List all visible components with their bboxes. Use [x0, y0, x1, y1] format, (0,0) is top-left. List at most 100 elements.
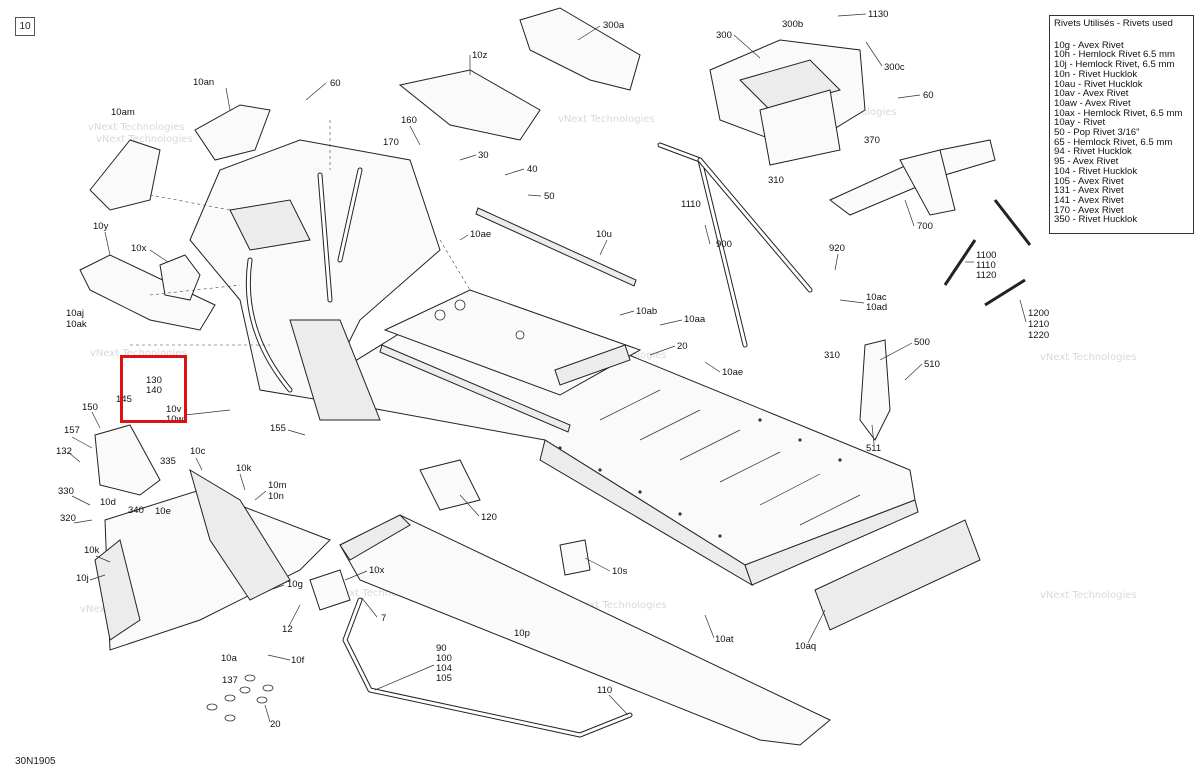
legend-item: 141 - Avex Rivet	[1054, 194, 1124, 206]
watermark: vNext Technologies	[1040, 590, 1137, 601]
callout: 10a	[221, 653, 238, 664]
callout: 10p	[514, 628, 530, 639]
callout-labels: 300a 1130 300b 300 300c 60 60 370 310 10…	[56, 9, 1049, 730]
callout: 10n	[268, 491, 284, 502]
callout: 335	[160, 456, 176, 467]
watermark: vNext Technologies	[1040, 352, 1137, 363]
callout: 90	[436, 643, 447, 654]
legend-item: 105 - Avex Rivet	[1054, 175, 1124, 187]
plate-150	[94, 424, 161, 496]
callout: 10f	[291, 655, 305, 666]
legend-item: 10g - Avex Rivet	[1054, 39, 1124, 51]
washers-20	[206, 674, 274, 722]
callout: 40	[527, 164, 538, 175]
link-rods	[943, 199, 1032, 307]
callout: 1110	[681, 199, 701, 210]
callout: 157	[64, 425, 80, 436]
bracket-500	[859, 339, 891, 441]
callout: 110	[597, 685, 612, 696]
callout: 10ac	[866, 292, 887, 303]
callout: 370	[864, 135, 880, 146]
legend-item: 104 - Rivet Hucklok	[1054, 165, 1138, 177]
rivet-legend: Rivets Utilisés - Rivets used 10g - Avex…	[1049, 15, 1194, 234]
callout: 1210	[1028, 319, 1049, 330]
callout: 1110	[976, 260, 996, 271]
arm-700	[829, 139, 996, 216]
callout: 300c	[884, 62, 905, 73]
callout: 155	[270, 423, 286, 434]
callout: 10ab	[636, 306, 657, 317]
callout: 130	[146, 375, 162, 386]
callout: 10x	[131, 243, 147, 254]
legend-item: 10au - Rivet Hucklok	[1054, 78, 1143, 90]
callout: 100	[436, 653, 452, 664]
callout: 310	[768, 175, 784, 186]
callout: 10v	[166, 404, 182, 415]
watermark: vNext Technologies	[90, 348, 187, 359]
front-frame	[189, 139, 441, 421]
callout: 1200	[1028, 308, 1049, 319]
callout: 137	[222, 675, 238, 686]
front-floor	[94, 468, 331, 651]
callout: 500	[914, 337, 930, 348]
rear-bracket-300	[709, 39, 866, 166]
legend-item: 10av - Avex Rivet	[1054, 88, 1129, 100]
bumper-tube	[342, 597, 633, 738]
legend-item: 170 - Avex Rivet	[1054, 204, 1124, 216]
callout: 300b	[782, 19, 803, 30]
callout: 330	[58, 486, 74, 497]
legend-item: 350 - Rivet Hucklok	[1054, 214, 1138, 226]
rear-rail-10aq	[814, 519, 981, 631]
watermark: vNext Technologies	[558, 114, 655, 125]
callout: 10ae	[722, 367, 743, 378]
highlight-box	[120, 355, 187, 423]
callout: 920	[829, 243, 845, 254]
callout: 10m	[268, 480, 287, 491]
callout: 1120	[976, 270, 996, 281]
callout: 50	[544, 191, 555, 202]
bracket-10s	[559, 539, 591, 576]
tunnel-cover-10p	[339, 514, 831, 746]
callout: 1220	[1028, 330, 1049, 341]
callout: 10c	[190, 446, 206, 457]
callout: 105	[436, 673, 452, 684]
callout: 10k	[84, 545, 100, 556]
callout: 170	[383, 137, 399, 148]
callout: 10d	[100, 497, 116, 508]
callout: 104	[436, 663, 452, 674]
callout: 320	[60, 513, 76, 524]
rail-10u	[475, 207, 637, 287]
callout: 10ad	[866, 302, 887, 313]
callout: 10an	[193, 77, 214, 88]
legend-item: 50 - Pop Rivet 3/16"	[1054, 127, 1140, 139]
callout: 145	[116, 394, 132, 405]
callout: 10g	[287, 579, 303, 590]
legend-item: 94 - Rivet Hucklok	[1054, 146, 1132, 158]
bracket-10am	[89, 139, 161, 211]
watermark: vNext Technologies	[330, 588, 427, 599]
bracket-10an	[194, 104, 271, 161]
callout: 700	[917, 221, 933, 232]
callout: 300a	[603, 20, 625, 31]
callout: 10k	[236, 463, 252, 474]
callout: 160	[401, 115, 417, 126]
legend-item: 65 - Hemlock Rivet, 6.5 mm	[1054, 136, 1173, 148]
legend-item: 10ax - Hemlock Rivet, 6.5 mm	[1054, 107, 1183, 119]
bracket-10y	[79, 254, 216, 331]
panel-10z	[398, 69, 541, 141]
callout: 60	[923, 90, 934, 101]
callout: 10j	[76, 573, 89, 584]
assembly-lines	[130, 120, 471, 346]
legend-item: 10h - Hemlock Rivet 6.5 mm	[1054, 49, 1176, 61]
legend-item: 10j - Hemlock Rivet, 6.5 mm	[1054, 59, 1175, 71]
legend-item: 10n - Rivet Hucklok	[1054, 68, 1138, 80]
callout: 120	[481, 512, 497, 523]
callout: 10w	[166, 414, 184, 425]
callout: 340	[128, 505, 144, 516]
callout: 10aj	[66, 308, 84, 319]
watermark: vNext Technologies	[570, 600, 667, 611]
callout: 150	[82, 402, 98, 413]
legend-item: 95 - Avex Rivet	[1054, 156, 1119, 168]
callout: 10u	[596, 229, 612, 240]
